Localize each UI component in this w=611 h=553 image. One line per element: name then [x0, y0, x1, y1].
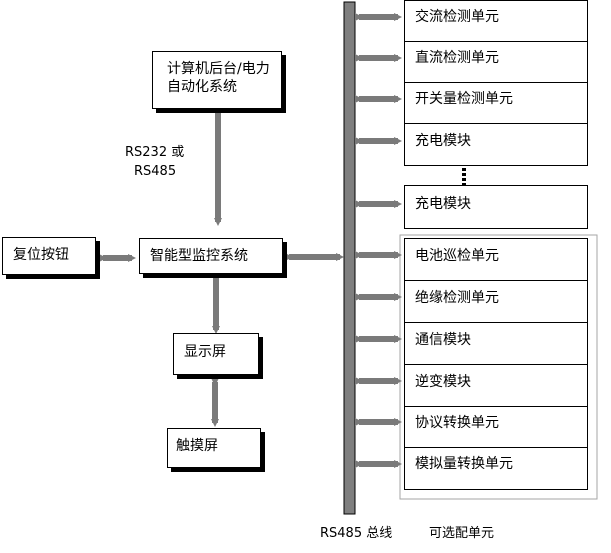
- module-box: 电池巡检单元: [404, 238, 588, 281]
- bus-label: RS485 总线: [320, 526, 393, 541]
- module-label: 直流检测单元: [415, 50, 499, 66]
- touch-screen-box: 触摸屏: [167, 428, 261, 468]
- module-box: 开关量检测单元: [404, 82, 588, 124]
- module-box: 协议转换单元: [404, 406, 588, 448]
- touch-screen-label: 触摸屏: [176, 438, 218, 454]
- reset-button-label: 复位按钮: [13, 247, 69, 263]
- computer-backend-box: 计算机后台/电力自动化系统: [152, 51, 282, 109]
- module-label: 开关量检测单元: [415, 91, 513, 107]
- reset-button-box: 复位按钮: [2, 237, 96, 275]
- optional-units-frame: [399, 234, 598, 500]
- module-label: 通信模块: [415, 332, 471, 348]
- module-box: 逆变模块: [404, 364, 588, 407]
- module-label: 协议转换单元: [415, 415, 499, 431]
- computer-backend-label: 计算机后台/电力自动化系统: [167, 61, 270, 95]
- module-box: 充电模块: [404, 185, 588, 229]
- module-label: 电池巡检单元: [415, 248, 499, 264]
- module-arrows: [355, 13, 402, 468]
- comm-label-line2: RS485: [134, 164, 177, 179]
- module-label: 充电模块: [415, 196, 471, 212]
- module-label: 模拟量转换单元: [415, 456, 513, 472]
- module-box: 直流检测单元: [404, 41, 588, 83]
- monitoring-system-label: 智能型监控系统: [150, 248, 248, 264]
- display-box: 显示屏: [173, 333, 259, 375]
- module-box: 模拟量转换单元: [404, 447, 588, 490]
- module-box: 通信模块: [404, 322, 588, 365]
- monitoring-system-box: 智能型监控系统: [139, 238, 283, 274]
- rs485-bus-bar: [343, 1, 356, 515]
- module-label: 交流检测单元: [415, 9, 499, 25]
- module-box: 充电模块: [404, 123, 588, 166]
- module-label: 绝缘检测单元: [415, 290, 499, 306]
- module-box: 交流检测单元: [404, 0, 588, 42]
- module-box: 绝缘检测单元: [404, 280, 588, 323]
- comm-label-line1: RS232 或: [125, 145, 185, 160]
- display-label: 显示屏: [184, 344, 226, 360]
- module-label: 逆变模块: [415, 374, 471, 390]
- module-label: 充电模块: [415, 133, 471, 149]
- optional-units-label: 可选配单元: [429, 526, 495, 541]
